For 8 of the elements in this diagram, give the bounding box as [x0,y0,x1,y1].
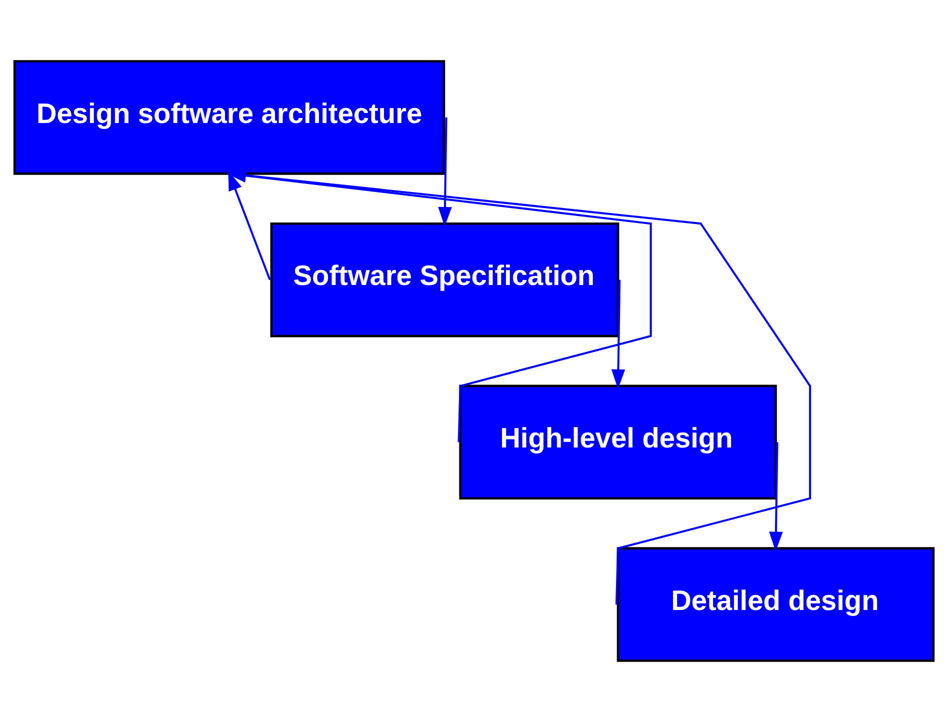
arrow [438,116,452,226]
arrow [769,442,783,551]
node-box: Design software architecture [13,60,446,174]
arrow [228,170,271,280]
node-box: Detailed design [616,546,935,662]
node-box: High-level design [459,384,777,500]
arrow [611,279,626,389]
node-box: Software Specification [270,222,620,337]
